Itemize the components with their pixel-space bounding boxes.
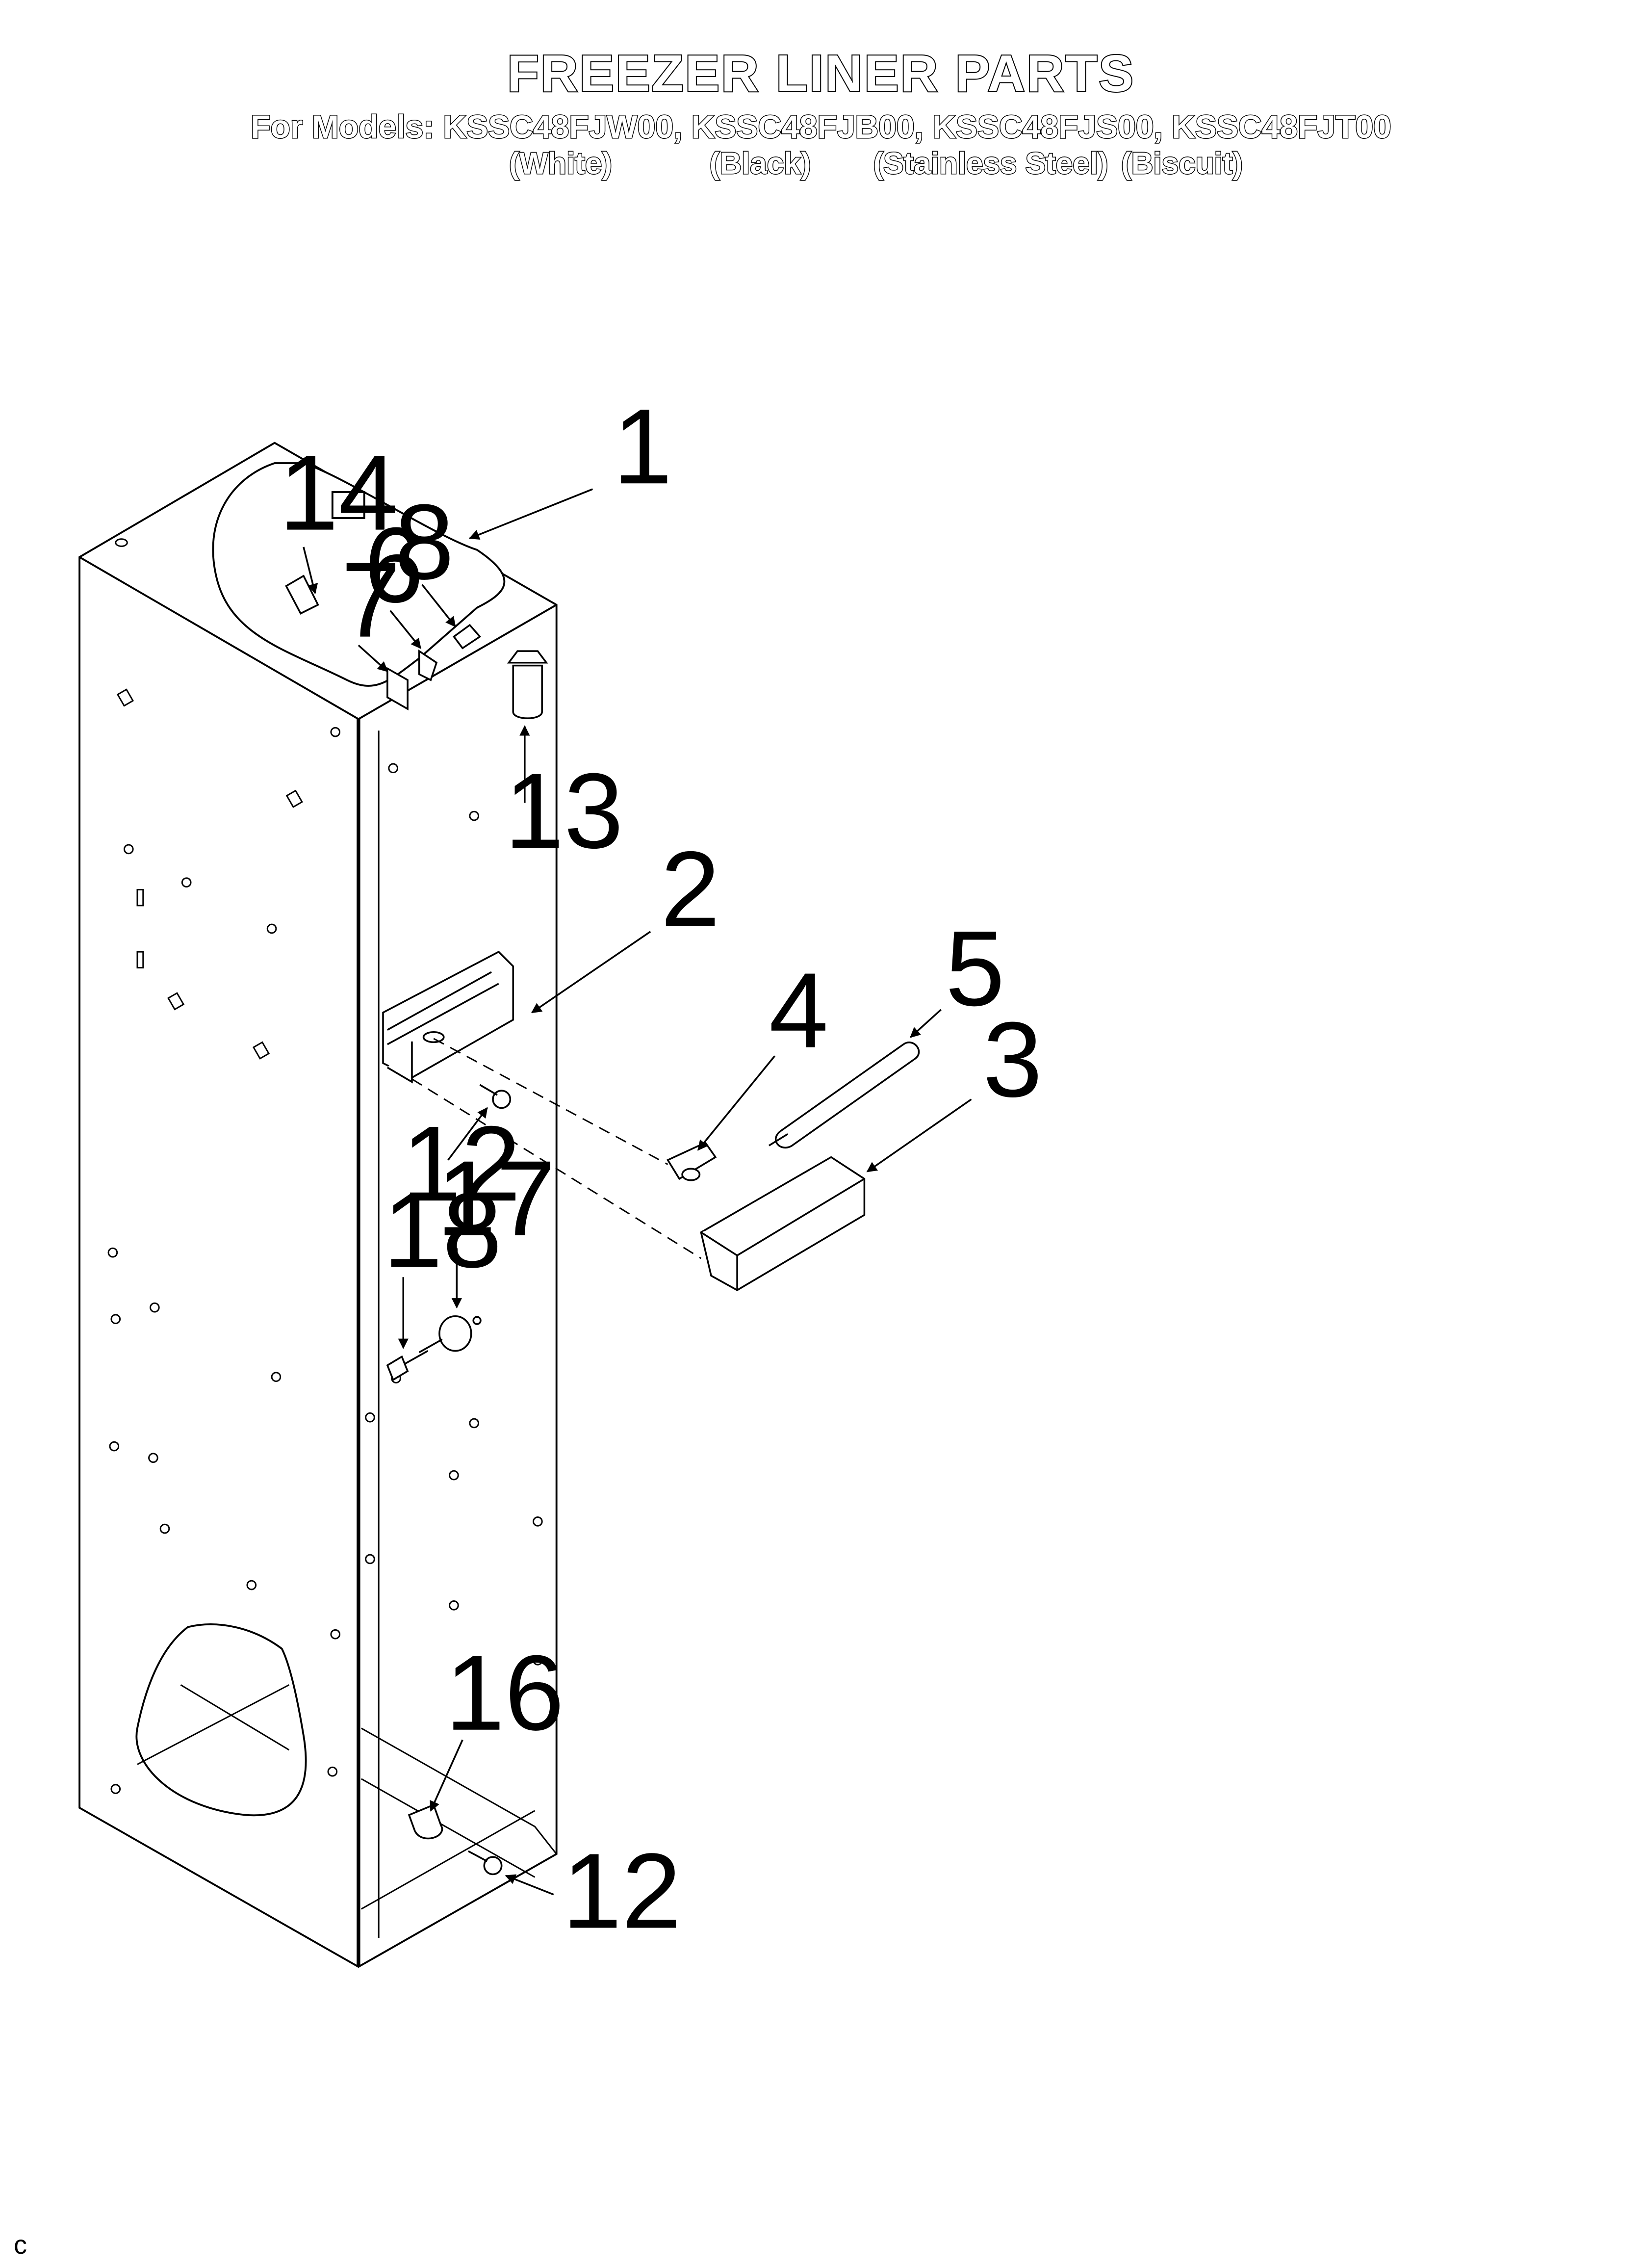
callout-12-upper: 12 bbox=[402, 1104, 521, 1224]
footer-mark: c bbox=[14, 2230, 27, 2260]
callout-1: 1 bbox=[613, 387, 672, 506]
variant-black: (Black) bbox=[709, 146, 812, 182]
callout-8: 8 bbox=[395, 483, 454, 602]
callout-12-lower: 12 bbox=[562, 1832, 681, 1951]
variant-biscuit: (Biscuit) bbox=[1121, 146, 1244, 182]
callout-18: 18 bbox=[383, 1171, 502, 1290]
page-title: FREEZER LINER PARTS bbox=[506, 44, 1135, 104]
callout-6: 6 bbox=[364, 506, 424, 625]
callout-labels: 1 14 8 6 7 13 2 5 4 3 12 17 18 16 12 bbox=[279, 387, 1043, 1951]
part-5-sensor-tube bbox=[768, 1042, 920, 1149]
part-13-thermostat bbox=[507, 650, 548, 719]
freezer-liner-cabinet bbox=[78, 442, 558, 1968]
parts-6-7-8-14 bbox=[285, 574, 482, 711]
part-16-clamp bbox=[408, 1803, 443, 1840]
callout-5: 5 bbox=[945, 909, 1004, 1028]
part-12-screw-lower bbox=[468, 1850, 503, 1876]
callout-2: 2 bbox=[661, 830, 720, 949]
variant-stainless-steel: (Stainless Steel) bbox=[872, 146, 1109, 182]
variant-white: (White) bbox=[508, 146, 613, 182]
dashed-guide-lines bbox=[411, 1038, 702, 1259]
part-12-screw-upper bbox=[479, 1084, 512, 1109]
part-3-cover bbox=[700, 1156, 866, 1291]
callout-13: 13 bbox=[505, 752, 624, 871]
callout-4: 4 bbox=[769, 951, 828, 1070]
callout-arrows bbox=[303, 488, 972, 1896]
part-4-clip bbox=[667, 1141, 717, 1181]
model-list: For Models: KSSC48FJW00, KSSC48FJB00, KS… bbox=[250, 108, 1392, 146]
callout-3: 3 bbox=[983, 1000, 1042, 1120]
part-18-screw bbox=[386, 1350, 429, 1382]
callout-16: 16 bbox=[445, 1634, 564, 1753]
callout-7: 7 bbox=[341, 541, 401, 660]
part-17-screw bbox=[418, 1315, 482, 1354]
callout-17: 17 bbox=[436, 1139, 556, 1258]
part-2-bracket bbox=[382, 950, 514, 1084]
callout-14: 14 bbox=[279, 434, 398, 553]
